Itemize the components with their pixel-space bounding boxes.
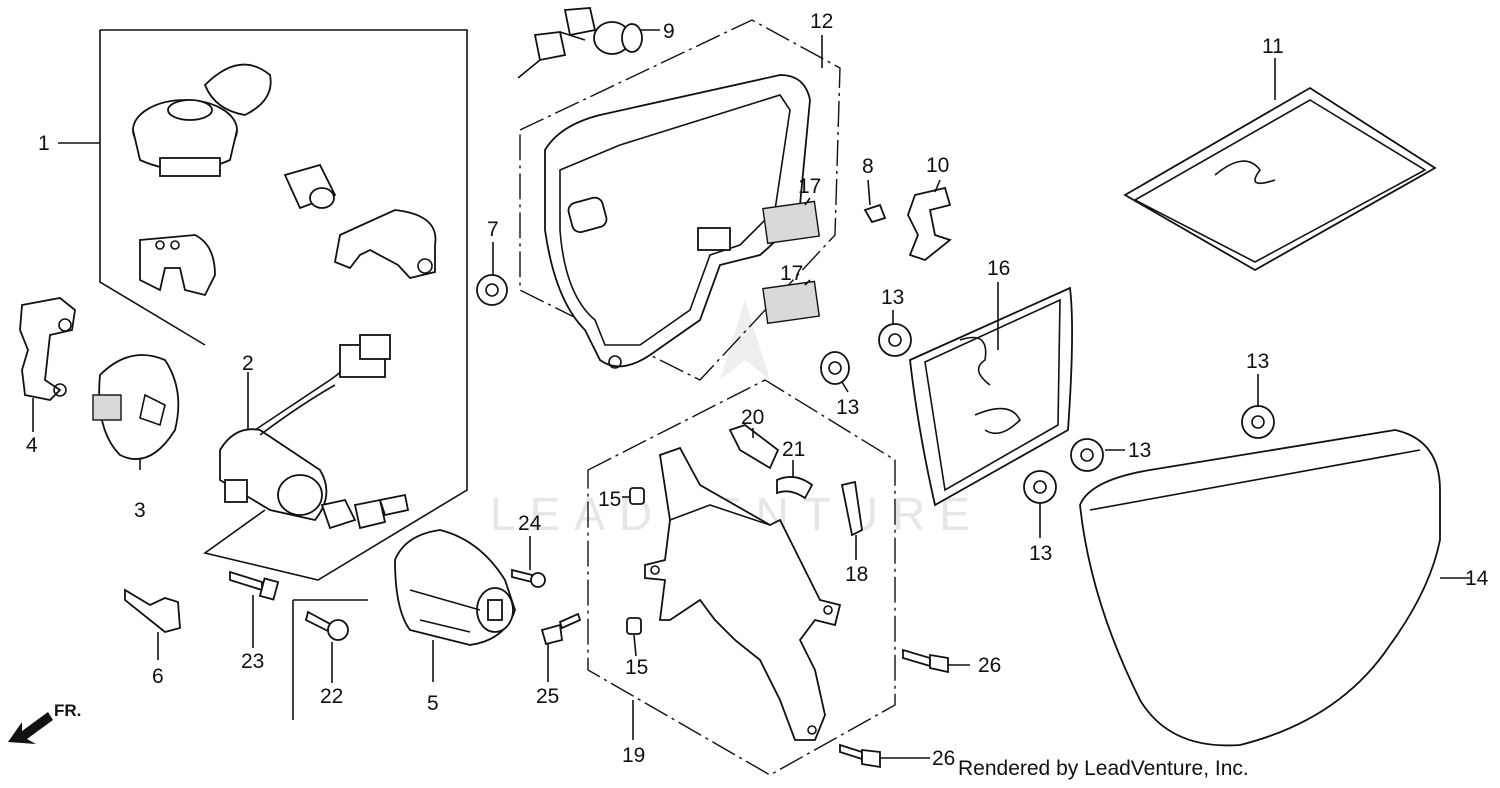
front-direction-label: FR. <box>54 701 81 720</box>
callout-19: 19 <box>622 744 645 767</box>
callout-5: 5 <box>427 692 439 715</box>
callout-13c: 13 <box>1246 350 1269 373</box>
callout-13e: 13 <box>1029 542 1052 565</box>
callout-25: 25 <box>536 685 559 708</box>
callout-9: 9 <box>663 20 675 43</box>
callout-17b: 17 <box>780 262 803 285</box>
side-cover-inner-part-12[interactable] <box>544 74 811 369</box>
ignition-switch-part[interactable] <box>219 334 410 530</box>
lock-cylinder-part[interactable] <box>283 163 337 210</box>
clip-part-8[interactable] <box>863 203 887 224</box>
callout-labels: 1 2 3 4 5 6 7 8 9 10 11 12 13 13 13 13 1… <box>26 10 1489 770</box>
grommet-part-13e[interactable] <box>1023 470 1057 504</box>
callout-2: 2 <box>242 352 254 375</box>
strip-part-18[interactable] <box>840 480 863 537</box>
callout-13b: 13 <box>836 396 859 419</box>
grommet-part-13a[interactable] <box>878 323 912 357</box>
watermark-flame-icon <box>720 300 770 380</box>
callout-3: 3 <box>134 499 146 522</box>
callout-7: 7 <box>487 218 499 241</box>
bracket-part-4[interactable] <box>19 297 76 401</box>
strip-part-20[interactable] <box>728 423 780 470</box>
label-part-17a[interactable] <box>762 200 821 245</box>
label-part-17b[interactable] <box>762 280 821 325</box>
grommet-part-13b[interactable] <box>820 351 850 385</box>
bolt-part-26b[interactable] <box>839 743 881 769</box>
callout-10: 10 <box>926 154 949 177</box>
callout-24: 24 <box>518 512 542 535</box>
lock-set-group <box>99 29 468 581</box>
lock-cover-part[interactable] <box>139 234 216 297</box>
callout-26a: 26 <box>978 654 1001 677</box>
callout-8: 8 <box>862 155 874 178</box>
callout-21: 21 <box>782 438 805 461</box>
bracket-part-19[interactable] <box>644 446 842 741</box>
grommet-part-13d[interactable] <box>1070 438 1104 472</box>
callout-13a: 13 <box>881 286 904 309</box>
pad-part-21[interactable] <box>776 476 814 500</box>
callout-22: 22 <box>320 685 343 708</box>
screw-part-22[interactable] <box>292 599 368 720</box>
callout-15a: 15 <box>598 488 621 511</box>
clip-part-15b[interactable] <box>626 617 642 635</box>
key-part-6[interactable] <box>124 588 181 633</box>
callout-17a: 17 <box>798 175 821 198</box>
lock-housing-part-5[interactable] <box>394 529 516 646</box>
callout-6: 6 <box>152 665 164 688</box>
lock-bracket-part[interactable] <box>333 209 437 279</box>
bolt-part-24[interactable] <box>511 568 546 588</box>
bolt-part-23[interactable] <box>229 570 280 601</box>
cover-group-frame <box>519 19 841 381</box>
credit-text: Rendered by LeadVenture, Inc. <box>958 757 1249 780</box>
side-cover-part-14[interactable] <box>1079 429 1441 747</box>
callout-12: 12 <box>810 10 833 33</box>
callout-4: 4 <box>26 434 38 457</box>
key-lock-part-9[interactable] <box>517 7 643 79</box>
callout-14: 14 <box>1465 567 1489 590</box>
lock-base-part-3[interactable] <box>92 354 180 460</box>
clip-part-10[interactable] <box>907 186 952 262</box>
front-direction-arrow-icon: FR. <box>8 701 81 744</box>
callout-15b: 15 <box>625 656 648 679</box>
callout-23: 23 <box>241 650 264 673</box>
bracket-group-frame <box>587 379 896 776</box>
grommet-part-13c[interactable] <box>1241 405 1275 439</box>
bolt-part-25[interactable] <box>540 612 582 646</box>
sheet-part-11[interactable] <box>1123 86 1437 272</box>
bolt-part-26a[interactable] <box>902 648 949 674</box>
clip-part-15a[interactable] <box>629 487 645 505</box>
callout-1: 1 <box>38 132 50 155</box>
callout-20: 20 <box>741 406 764 429</box>
callout-26b: 26 <box>932 747 955 770</box>
callout-16: 16 <box>987 257 1010 280</box>
leader-lines <box>32 29 1470 759</box>
seal-sheet-part-16[interactable] <box>909 286 1073 507</box>
grommet-part-7[interactable] <box>476 274 508 306</box>
callout-18: 18 <box>845 563 868 586</box>
fuel-cap-part[interactable] <box>132 63 272 177</box>
callout-11: 11 <box>1262 35 1284 58</box>
callout-13d: 13 <box>1128 439 1151 462</box>
